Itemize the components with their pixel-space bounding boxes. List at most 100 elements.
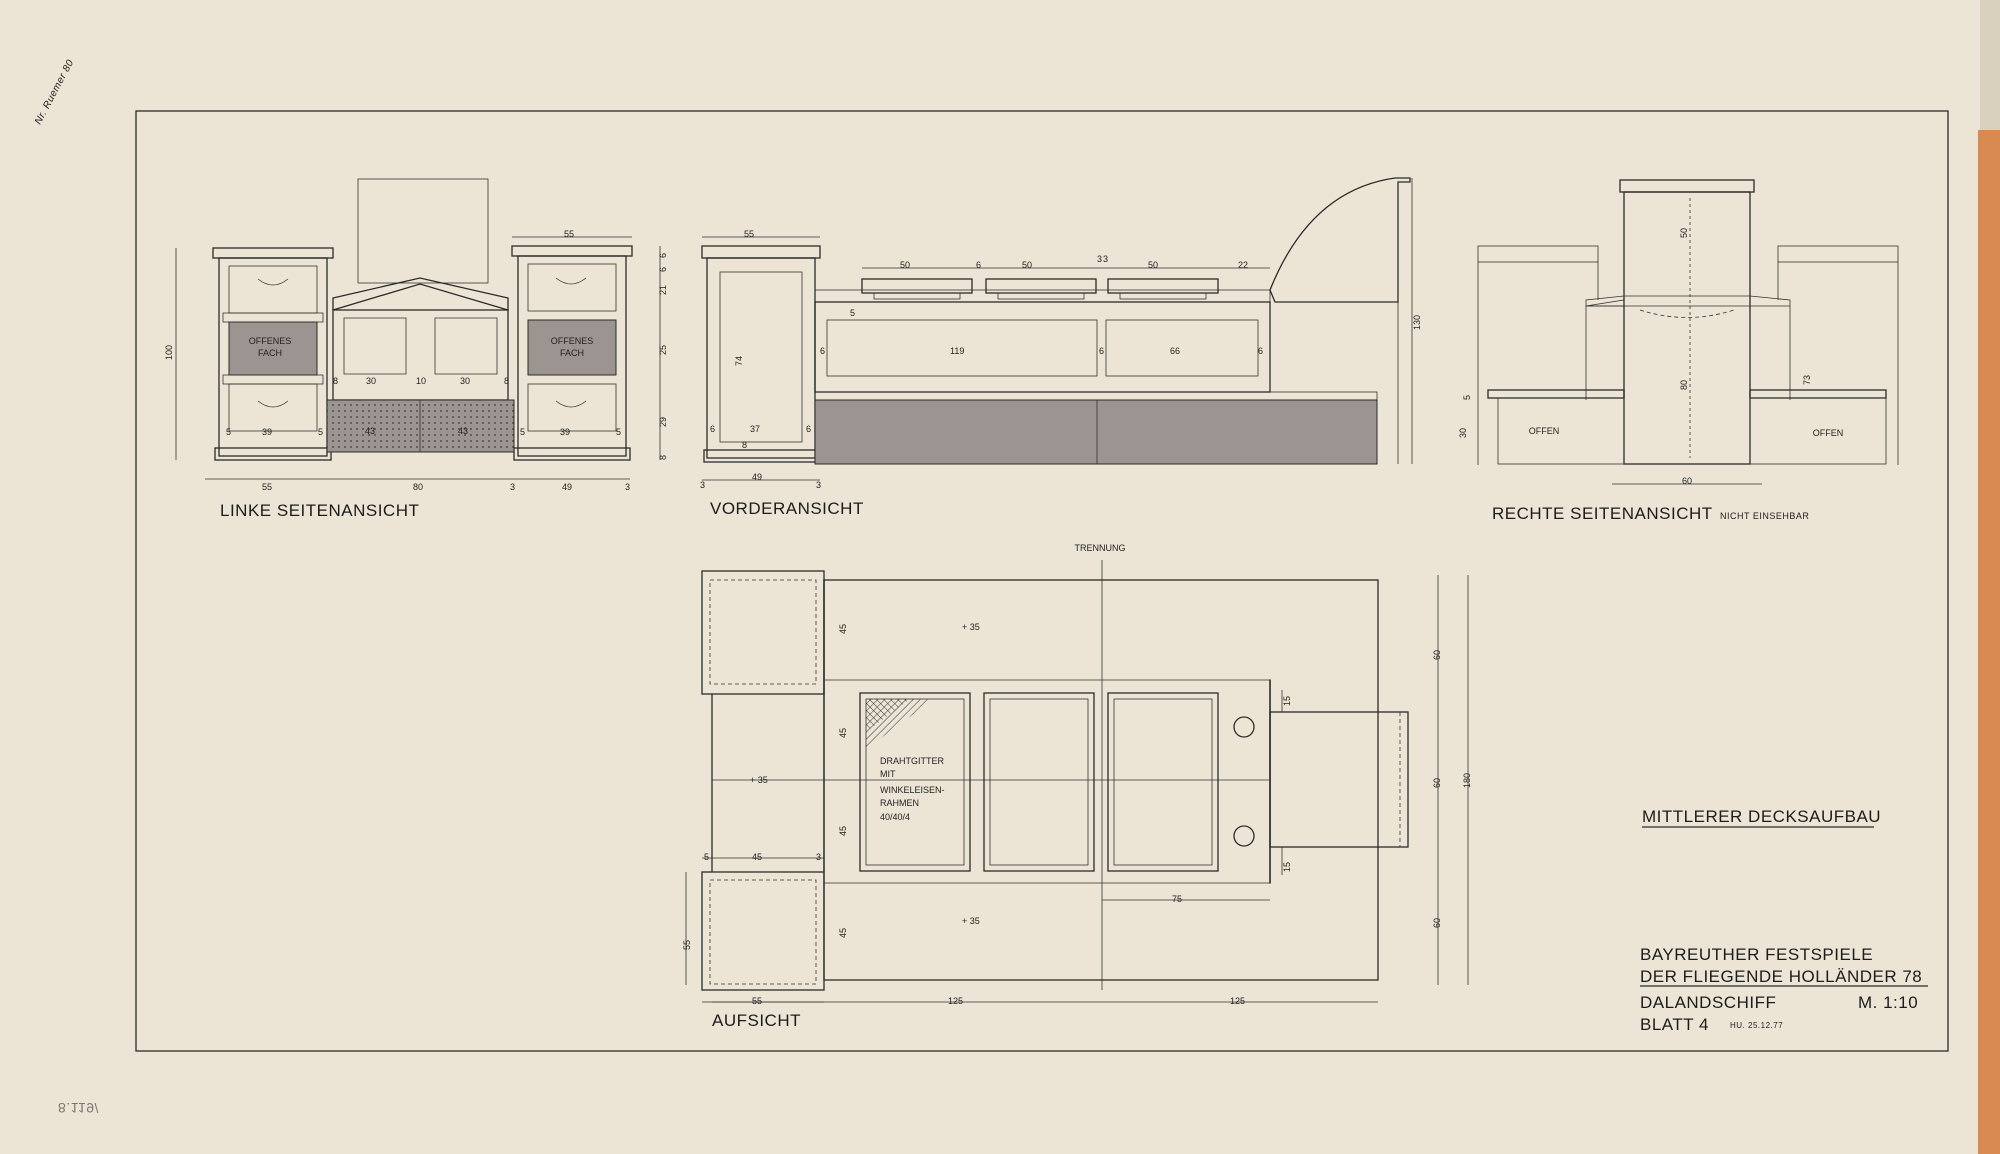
svg-text:30: 30 <box>1458 428 1468 438</box>
svg-text:6: 6 <box>658 253 668 258</box>
top-view-dims: + 35 + 35 + 35 DRAHTGITTER MIT WINKELEIS… <box>682 622 1472 1006</box>
corner-note: Nr. Ruemer 80 <box>33 58 76 126</box>
wire-grid-frame <box>859 692 971 872</box>
drawer <box>527 383 617 432</box>
svg-text:50: 50 <box>1679 228 1689 238</box>
svg-text:37: 37 <box>750 424 760 434</box>
left-side-dims: 100 55 80 3 49 3 5 39 5 8 30 10 30 8 43 … <box>164 229 668 492</box>
svg-text:5: 5 <box>226 427 231 437</box>
svg-text:3: 3 <box>510 482 515 492</box>
svg-text:OFFENES: OFFENES <box>551 336 594 346</box>
svg-text:125: 125 <box>948 996 963 1006</box>
title-line1: BAYREUTHER FESTSPIELE <box>1640 945 1873 964</box>
svg-text:5: 5 <box>850 308 855 318</box>
title-block: MITTLERER DECKSAUFBAU BAYREUTHER FESTSPI… <box>1640 807 1928 1034</box>
back-panel <box>357 178 489 284</box>
svg-text:45: 45 <box>838 728 848 738</box>
view-title-right: RECHTE SEITENANSICHT <box>1492 504 1713 523</box>
title-line2: DER FLIEGENDE HOLLÄNDER 78 <box>1640 967 1922 986</box>
svg-text:5: 5 <box>616 427 621 437</box>
svg-text:80: 80 <box>1679 380 1689 390</box>
svg-text:6: 6 <box>1258 346 1263 356</box>
view-title-left: LINKE SEITENANSICHT <box>220 501 419 520</box>
front-body <box>814 301 1271 393</box>
svg-text:10: 10 <box>416 376 426 386</box>
svg-text:119: 119 <box>950 346 964 356</box>
svg-text:3: 3 <box>1097 254 1102 264</box>
front-cabinet <box>706 257 816 459</box>
svg-text:21: 21 <box>658 285 668 295</box>
right-central-block <box>1623 191 1751 465</box>
svg-text:15: 15 <box>1282 862 1292 872</box>
svg-text:30: 30 <box>460 376 470 386</box>
right-side-dims: 50 80 30 73 5 60 OFFEN OFFEN <box>1458 228 1843 486</box>
svg-text:73: 73 <box>1802 375 1812 385</box>
svg-text:66: 66 <box>1170 346 1180 356</box>
front-view <box>701 177 1413 481</box>
right-cabinet <box>517 255 627 457</box>
svg-text:5: 5 <box>318 427 323 437</box>
trennung-label: TRENNUNG <box>1075 543 1126 553</box>
svg-text:3: 3 <box>816 852 821 862</box>
svg-text:60: 60 <box>1432 918 1442 928</box>
svg-text:+ 35: + 35 <box>962 622 980 632</box>
top-view <box>685 560 1469 1003</box>
svg-text:29: 29 <box>658 417 668 427</box>
front-cabinet-top <box>701 245 821 259</box>
svg-text:FACH: FACH <box>258 348 282 358</box>
svg-text:5: 5 <box>704 852 709 862</box>
svg-text:100: 100 <box>164 345 174 360</box>
svg-text:DRAHTGITTER: DRAHTGITTER <box>880 756 944 766</box>
svg-text:75: 75 <box>1172 894 1182 904</box>
view-title-front: VORDERANSICHT <box>710 499 864 518</box>
svg-text:3: 3 <box>625 482 630 492</box>
svg-text:8: 8 <box>504 376 509 386</box>
round-opening <box>1233 825 1255 847</box>
svg-text:15: 15 <box>1282 696 1292 706</box>
left-side-view <box>175 178 661 480</box>
svg-text:55: 55 <box>752 996 762 1006</box>
wire-grid-frame <box>1107 692 1219 872</box>
svg-text:8: 8 <box>742 440 747 450</box>
svg-text:22: 22 <box>1238 260 1248 270</box>
view-note-right: NICHT EINSEHBAR <box>1720 511 1809 521</box>
svg-text:180: 180 <box>1462 773 1472 788</box>
svg-text:8: 8 <box>658 455 668 460</box>
drawer <box>228 265 318 314</box>
svg-text:RAHMEN: RAHMEN <box>880 798 919 808</box>
svg-text:130: 130 <box>1412 315 1422 330</box>
front-seat <box>814 399 1378 465</box>
right-cabinet-top <box>511 245 633 257</box>
svg-text:WINKELEISEN-: WINKELEISEN- <box>880 785 945 795</box>
bench-seat <box>326 399 515 453</box>
right-side-view <box>1477 179 1899 485</box>
svg-text:45: 45 <box>838 826 848 836</box>
svg-text:5: 5 <box>1462 395 1472 400</box>
svg-text:6: 6 <box>710 424 715 434</box>
top-extension <box>1269 711 1409 848</box>
svg-text:OFFEN: OFFEN <box>1529 426 1560 436</box>
svg-text:45: 45 <box>838 928 848 938</box>
svg-text:80: 80 <box>413 482 423 492</box>
svg-text:55: 55 <box>564 229 574 239</box>
orange-tab <box>1978 130 2000 1154</box>
round-opening <box>1233 716 1255 738</box>
left-cabinet-top <box>212 247 334 259</box>
svg-text:40/40/4: 40/40/4 <box>880 812 910 822</box>
svg-text:+ 35: + 35 <box>750 775 768 785</box>
svg-text:3: 3 <box>1103 254 1108 264</box>
svg-text:39: 39 <box>560 427 570 437</box>
svg-text:74: 74 <box>734 356 744 366</box>
svg-text:OFFENES: OFFENES <box>249 336 292 346</box>
drawer <box>228 383 318 432</box>
svg-text:50: 50 <box>900 260 910 270</box>
svg-text:55: 55 <box>262 482 272 492</box>
catalog-number: 8.119/ <box>58 1100 99 1116</box>
svg-text:3: 3 <box>816 480 821 490</box>
svg-text:MIT: MIT <box>880 769 896 779</box>
svg-text:43: 43 <box>365 426 375 436</box>
svg-text:FACH: FACH <box>560 348 584 358</box>
svg-text:125: 125 <box>1230 996 1245 1006</box>
drawing-frame <box>135 110 1949 1052</box>
